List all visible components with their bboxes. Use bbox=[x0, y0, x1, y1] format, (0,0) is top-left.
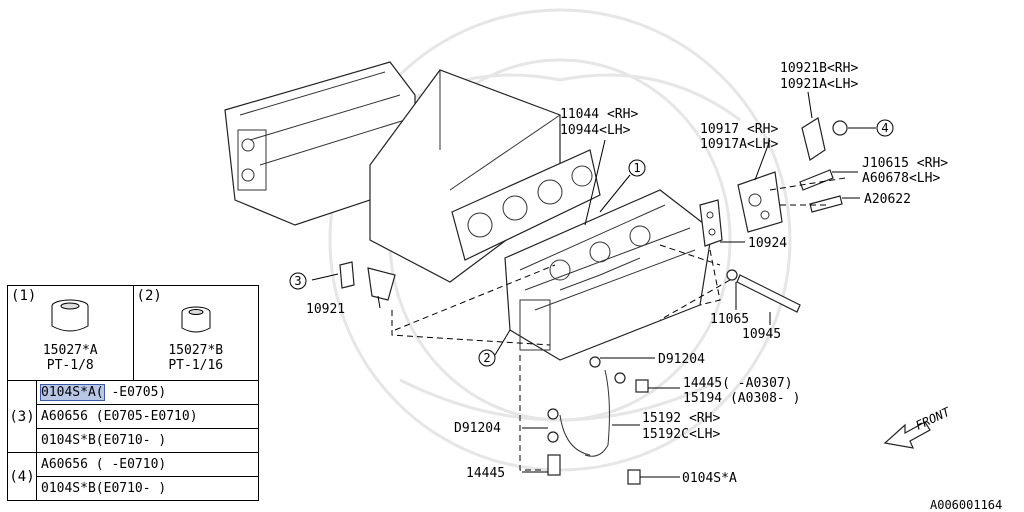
group-3: (3) 0104S*A( -E0705) A60656 (E0705-E0710… bbox=[8, 381, 258, 453]
label-a20622: A20622 bbox=[864, 192, 911, 207]
label-10921b: 10921B<RH> bbox=[780, 61, 858, 76]
callout-2: 2 bbox=[478, 349, 496, 367]
label-10924: 10924 bbox=[748, 236, 787, 251]
plug-row: (1) 15027*A PT-1/8 (2) 15027*B PT-1/16 bbox=[8, 286, 258, 381]
diagram-id: A006001164 bbox=[930, 498, 1002, 512]
label-d91204-left: D91204 bbox=[454, 421, 501, 436]
label-d91204-right: D91204 bbox=[658, 352, 705, 367]
label-10945: 10945 bbox=[742, 327, 781, 342]
leader-lines bbox=[311, 91, 876, 478]
label-14445-lower: 14445 bbox=[466, 466, 505, 481]
plug-name-1: 15027*A bbox=[42, 343, 98, 358]
head-gasket bbox=[451, 149, 601, 261]
plug-thread-2: PT-1/16 bbox=[168, 358, 224, 373]
group-3-row-3[interactable]: 0104S*B(E0710- ) bbox=[41, 433, 167, 448]
callout-3: 3 bbox=[289, 272, 307, 290]
svg-text:3: 3 bbox=[294, 274, 301, 288]
guide-lines bbox=[391, 177, 846, 471]
label-10921a: 10921A<LH> bbox=[780, 77, 858, 92]
label-0104sa: 0104S*A bbox=[682, 471, 737, 486]
label-15194: 15194 (A0308- ) bbox=[683, 391, 800, 406]
label-j10615: J10615 <RH> bbox=[862, 156, 948, 171]
plug-cell-1: (1) 15027*A PT-1/8 bbox=[8, 286, 133, 380]
label-15192c: 15192C<LH> bbox=[642, 427, 720, 442]
plug-thread-1: PT-1/8 bbox=[46, 358, 94, 373]
label-11065: 11065 bbox=[710, 312, 749, 327]
bolts bbox=[726, 169, 843, 313]
plug-icon bbox=[181, 306, 210, 333]
group-4-row-2[interactable]: 0104S*B(E0710- ) bbox=[41, 481, 167, 496]
group-4-row-1[interactable]: A60656 ( -E0710) bbox=[37, 453, 258, 477]
front-arrow: FRONT bbox=[883, 404, 953, 449]
sensor-left bbox=[339, 261, 396, 301]
group-num-3: (3) bbox=[8, 381, 37, 452]
svg-text:1: 1 bbox=[633, 161, 640, 175]
svg-text:FRONT: FRONT bbox=[913, 404, 952, 432]
label-14445-upper: 14445( -A0307) bbox=[683, 376, 793, 391]
plug-name-2: 15027*B bbox=[168, 343, 224, 358]
plug-num-1: (1) bbox=[11, 288, 37, 304]
plug-cell-2: (2) 15027*B PT-1/16 bbox=[132, 286, 259, 380]
highlighted-part[interactable]: 0104S*A( bbox=[40, 384, 105, 401]
callout-1: 1 bbox=[628, 159, 646, 177]
plug-num-2: (2) bbox=[136, 288, 162, 304]
cover-plate bbox=[699, 117, 848, 247]
label-10921: 10921 bbox=[306, 302, 345, 317]
legend-table: (1) 15027*A PT-1/8 (2) 15027*B PT-1/16 (… bbox=[7, 285, 259, 501]
group-4: (4) A60656 ( -E0710) 0104S*B(E0710- ) bbox=[8, 453, 258, 500]
group-3-row-1[interactable]: 0104S*A( -E0705) bbox=[37, 381, 258, 405]
group-num-4: (4) bbox=[8, 453, 37, 500]
callout-4: 4 bbox=[876, 119, 894, 137]
label-15192: 15192 <RH> bbox=[642, 411, 720, 426]
group-3-row-2[interactable]: A60656 (E0705-E0710) bbox=[37, 405, 258, 429]
svg-text:2: 2 bbox=[483, 351, 490, 365]
label-10917a: 10917A<LH> bbox=[700, 137, 778, 152]
label-a60678: A60678<LH> bbox=[862, 171, 940, 186]
label-10917: 10917 <RH> bbox=[700, 122, 778, 137]
plug-icon bbox=[51, 299, 89, 332]
engine-block bbox=[224, 61, 561, 283]
svg-text:4: 4 bbox=[881, 121, 888, 135]
oil-pipe bbox=[547, 356, 649, 485]
label-10944: 10944<LH> bbox=[560, 123, 631, 138]
label-11044: 11044 <RH> bbox=[560, 107, 638, 122]
